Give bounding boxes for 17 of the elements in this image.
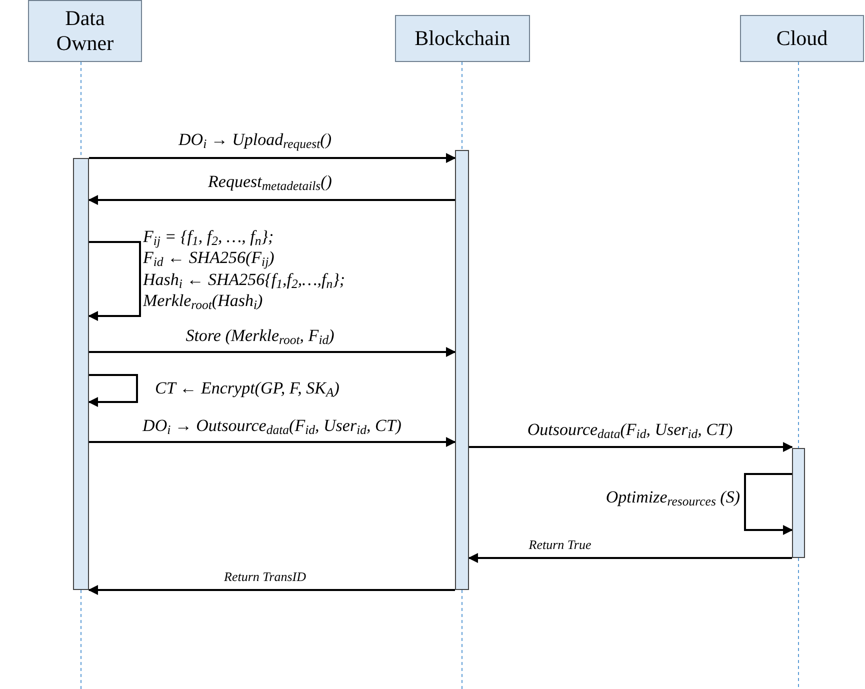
message-arrow <box>89 153 456 163</box>
message-arrow <box>88 374 138 407</box>
activation-bar <box>455 150 469 590</box>
message-arrow <box>89 347 456 357</box>
message-arrow <box>88 195 455 205</box>
message-arrow <box>88 241 141 321</box>
message-arrow <box>89 437 456 447</box>
participant-box: Blockchain <box>395 15 530 62</box>
participant-box: Data Owner <box>28 0 142 62</box>
activation-bar <box>73 158 89 590</box>
message-arrow <box>469 442 793 452</box>
participant-box: Cloud <box>740 15 864 62</box>
message-arrow <box>744 473 793 535</box>
lifeline <box>798 62 799 448</box>
message-arrow <box>88 585 455 595</box>
message-arrow <box>468 553 792 563</box>
activation-bar <box>792 448 805 558</box>
